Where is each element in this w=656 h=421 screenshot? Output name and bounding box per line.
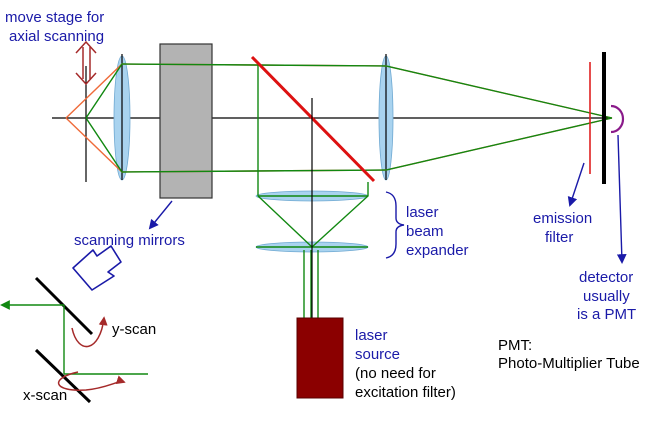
y-scan-rotation-arrow-icon xyxy=(71,316,108,348)
laser-label-line2: source xyxy=(355,346,400,363)
expander-brace xyxy=(385,191,405,259)
emission-filter-pointer xyxy=(567,162,585,207)
excitation-rays xyxy=(85,63,613,318)
expander-label-line3: expander xyxy=(406,242,469,259)
dichroic-mirror xyxy=(250,55,376,183)
detector-label-line1: detector xyxy=(579,269,633,286)
scanning-mirrors-pointer xyxy=(148,200,173,230)
scanning-mirrors-label: scanning mirrors xyxy=(74,232,185,249)
x-scan-label: x-scan xyxy=(23,387,67,404)
galvo-mirrors-inset xyxy=(0,276,148,404)
stage-label-line2: axial scanning xyxy=(9,28,104,45)
detector-label-line3: is a PMT xyxy=(577,306,636,323)
laser-note-line1: (no need for xyxy=(355,365,436,382)
stage-label-line1: move stage for xyxy=(5,9,104,26)
laser-note-line2: excitation filter) xyxy=(355,384,456,401)
emission-label-line1: emission xyxy=(533,210,592,227)
emission-label-line2: filter xyxy=(545,229,573,246)
detector-label-line2: usually xyxy=(583,288,630,305)
scanning-mirrors-block xyxy=(159,43,213,199)
pmt-label-line1: PMT: xyxy=(498,337,532,354)
scan-direction-arrow-icon xyxy=(72,245,122,291)
expander-label-line2: beam xyxy=(406,223,444,240)
x-scan-rotation-arrow-icon xyxy=(57,371,126,391)
detector-icon xyxy=(610,104,625,134)
pmt-label-line2: Photo-Multiplier Tube xyxy=(498,355,640,372)
detector-pointer xyxy=(616,134,627,264)
stage-move-icon xyxy=(75,40,97,86)
y-scan-label: y-scan xyxy=(112,321,156,338)
laser-source xyxy=(296,317,344,399)
expander-label-line1: laser xyxy=(406,204,439,221)
laser-label-line1: laser xyxy=(355,327,388,344)
